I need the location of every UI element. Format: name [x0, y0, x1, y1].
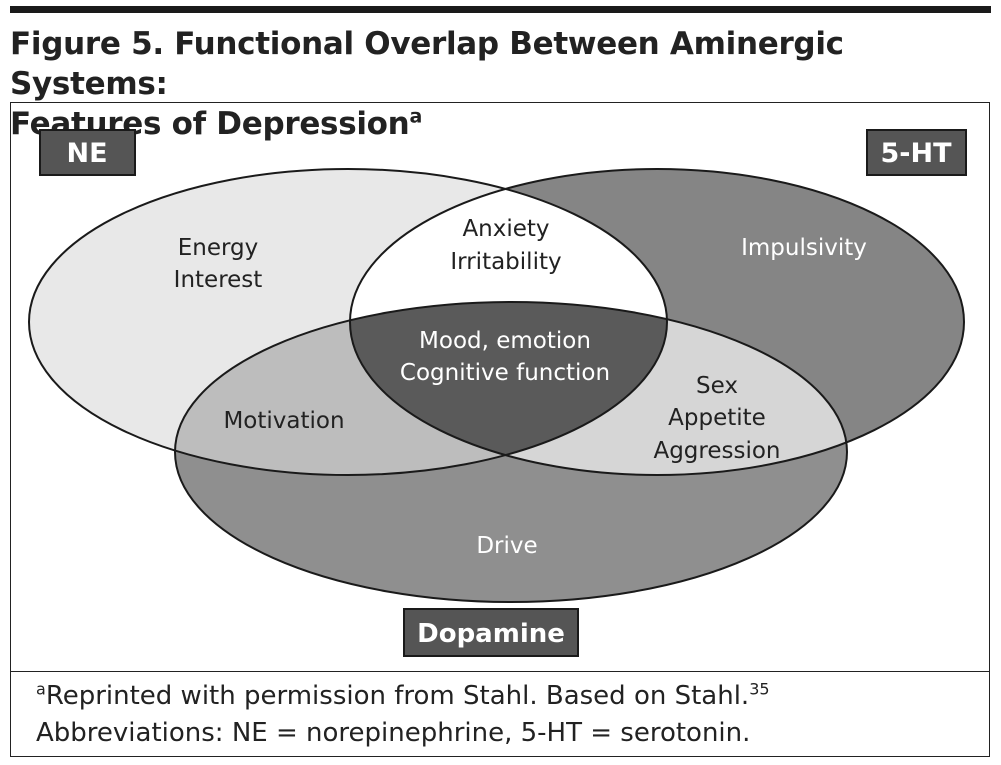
region-text-aggression: Aggression	[653, 438, 780, 464]
footnote-line2: Abbreviations: NE = norepinephrine, 5-HT…	[36, 718, 751, 748]
region-all-three	[350, 302, 667, 475]
outline-serotonin	[349, 168, 965, 476]
region-text-mood: Mood, emotion	[419, 328, 591, 354]
region-text-drive: Drive	[476, 533, 537, 559]
dopamine-label-box: Dopamine	[403, 608, 579, 657]
top-rule	[10, 6, 991, 13]
region-text-cognitive: Cognitive function	[400, 360, 610, 386]
figure-frame	[10, 102, 990, 757]
footnote: aReprinted with permission from Stahl. B…	[10, 671, 990, 757]
region-text-irritability: Irritability	[450, 249, 561, 275]
footnote-marker: a	[36, 679, 46, 699]
region-text-energy: Energy	[178, 235, 259, 261]
region-text-anxiety: Anxiety	[462, 216, 549, 242]
figure-title-line1: Figure 5. Functional Overlap Between Ami…	[10, 26, 844, 102]
region-text-interest: Interest	[174, 267, 263, 293]
region-text-impulsivity: Impulsivity	[741, 235, 867, 261]
figure-title: Figure 5. Functional Overlap Between Ami…	[10, 24, 991, 144]
ne-label: NE	[66, 138, 107, 169]
outline-dopamine	[174, 301, 848, 603]
ne-label-box: NE	[39, 129, 136, 176]
dopamine-label: Dopamine	[417, 619, 565, 649]
outline-ne	[28, 168, 668, 476]
region-text-sex: Sex	[696, 373, 738, 399]
footnote-line1: aReprinted with permission from Stahl. B…	[36, 678, 990, 715]
figure-title-superscript: a	[409, 105, 422, 128]
venn-diagram: NE 5-HT Dopamine Energy Interest Anxiety…	[28, 129, 967, 657]
serotonin-label-box: 5-HT	[866, 129, 967, 176]
footnote-ref: 35	[749, 679, 770, 699]
serotonin-label: 5-HT	[880, 138, 952, 169]
region-text-motivation: Motivation	[223, 408, 344, 434]
footnote-text1: Reprinted with permission from Stahl. Ba…	[45, 681, 750, 711]
region-text-appetite: Appetite	[668, 405, 766, 431]
